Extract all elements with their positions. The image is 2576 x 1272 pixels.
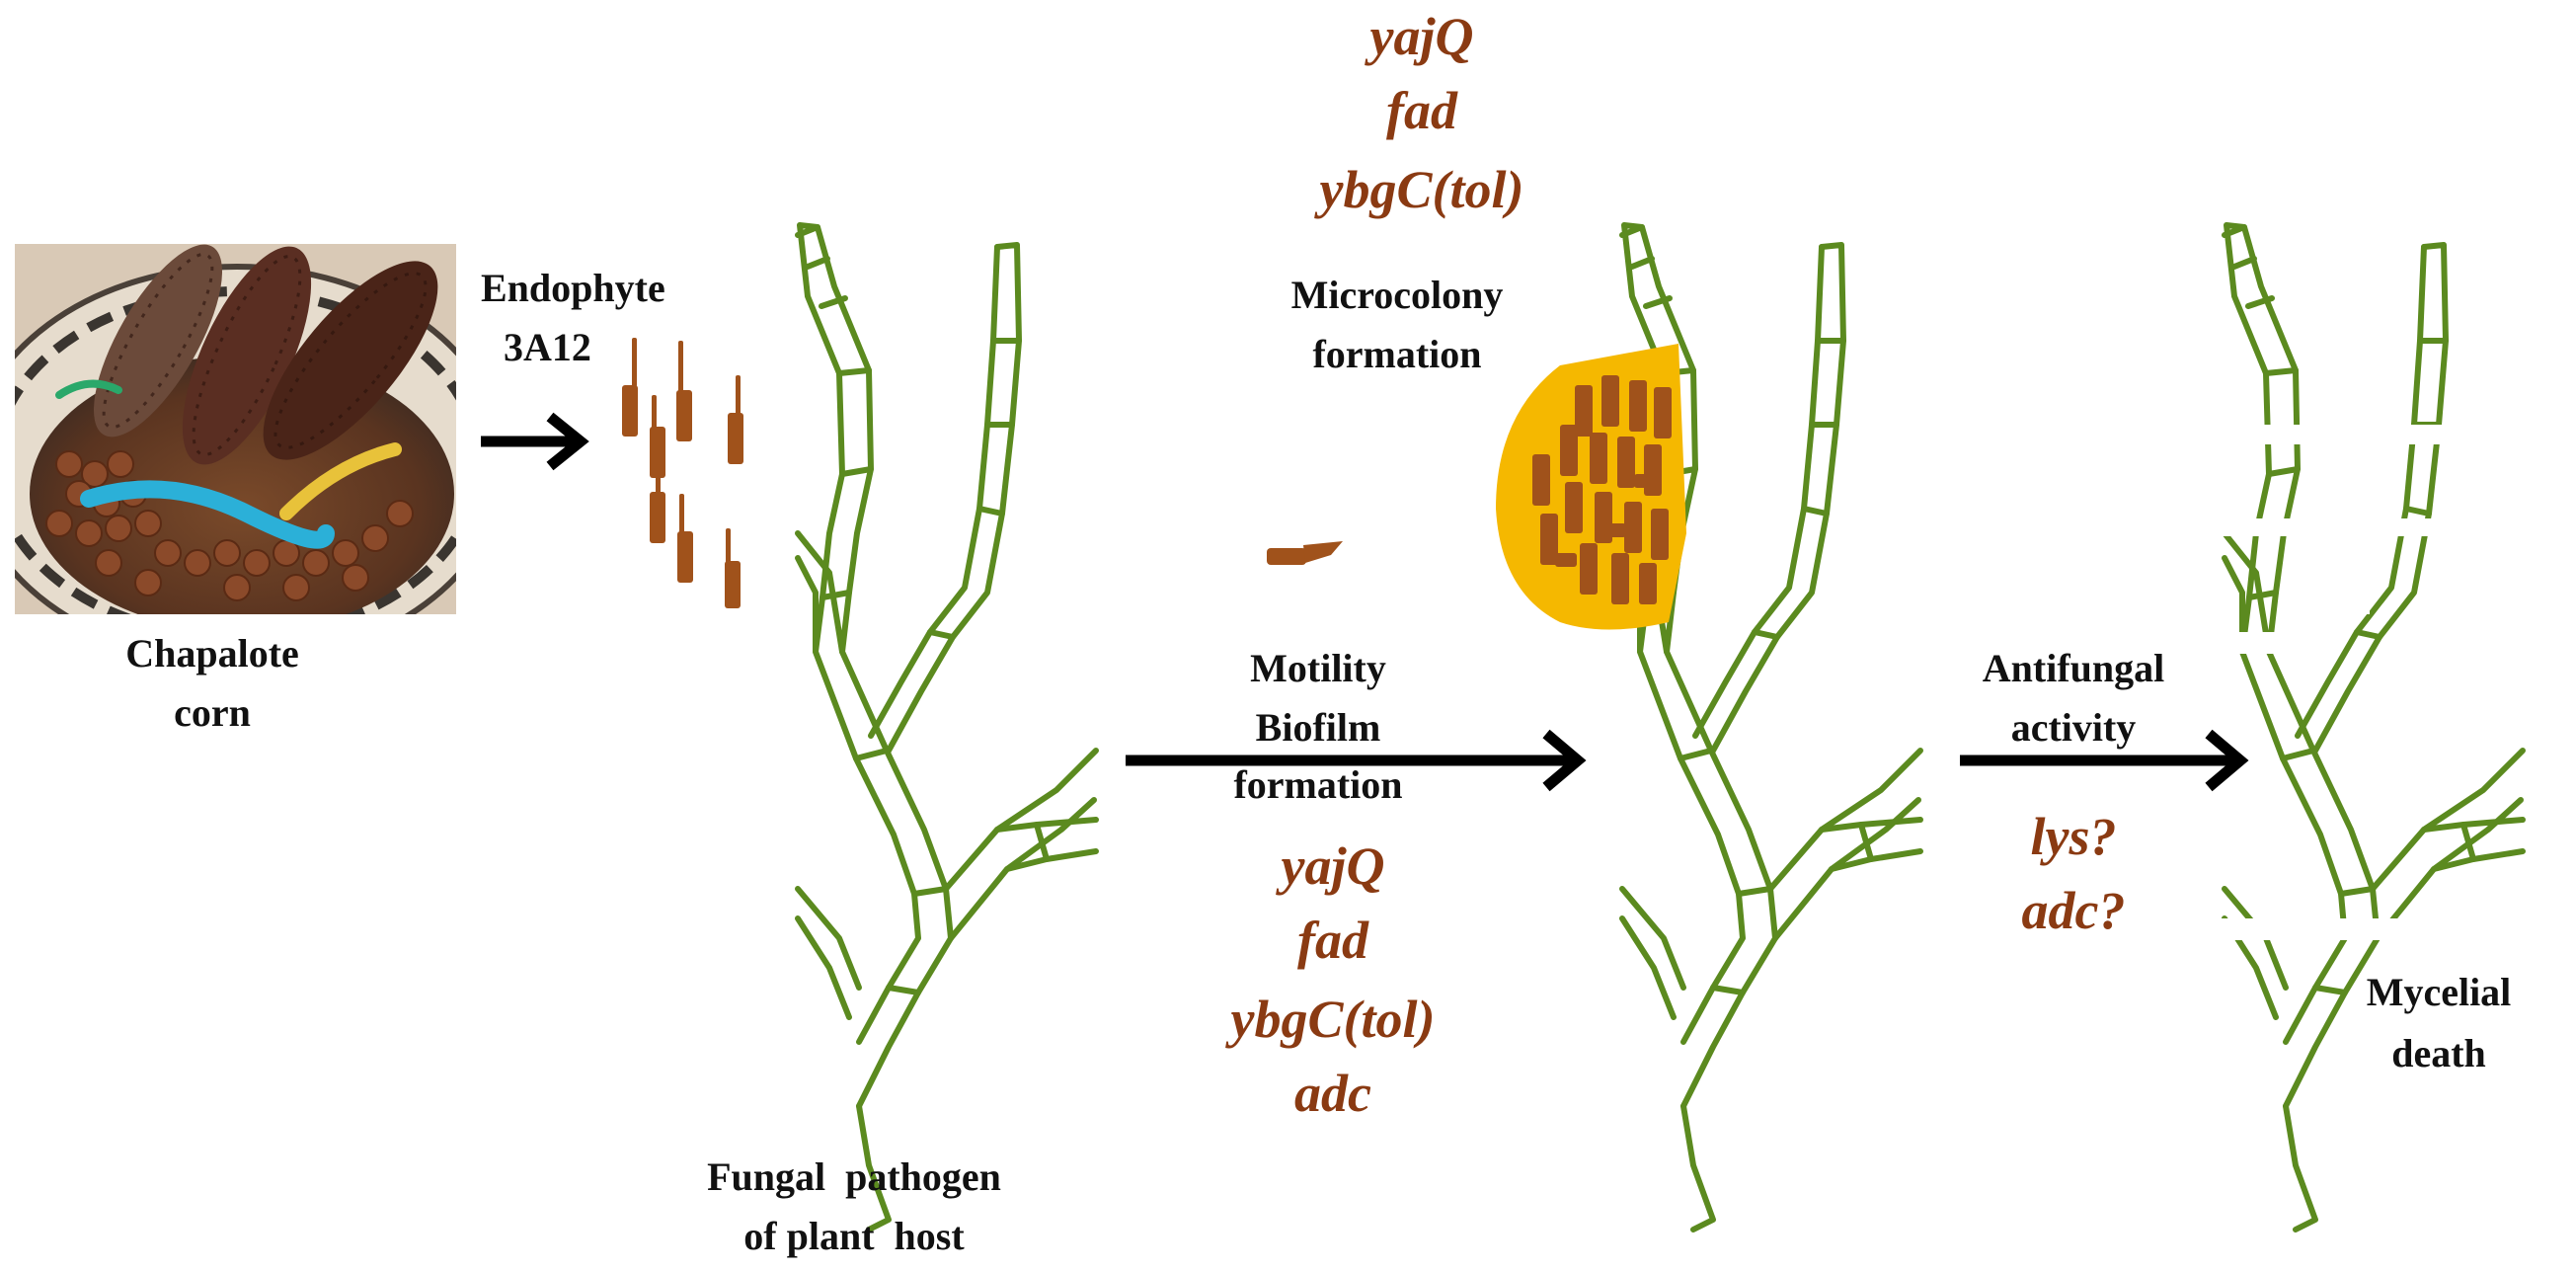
gene-label: adc bbox=[1294, 1064, 1371, 1123]
gene-label: fad bbox=[1297, 911, 1369, 970]
corn-label: corn bbox=[174, 690, 251, 735]
fungal-hypha-dead bbox=[2225, 225, 2523, 1230]
motility-label: Motility bbox=[1250, 646, 1386, 690]
fungal-hypha bbox=[795, 222, 1099, 1232]
gene-label: ybgC(tol) bbox=[1225, 990, 1436, 1049]
gene-label: adc? bbox=[2022, 881, 2126, 940]
bacteria-cluster bbox=[622, 338, 743, 608]
biofilm-microcolony bbox=[1496, 344, 1686, 630]
corn-photo bbox=[15, 244, 456, 614]
microcolony-label: formation bbox=[1312, 332, 1481, 376]
gene-label: yajQ bbox=[1276, 836, 1385, 896]
bacterium-cell bbox=[1267, 541, 1343, 565]
mycelial-death-label: Mycelial bbox=[2367, 970, 2512, 1014]
corn-label: Chapalote bbox=[125, 631, 299, 676]
antifungal-label: activity bbox=[2011, 705, 2137, 750]
antifungal-label: Antifungal bbox=[1983, 646, 2165, 690]
endophyte-label: Endophyte bbox=[481, 266, 665, 310]
gene-label: yajQ bbox=[1365, 7, 1474, 66]
pathogen-label: of plant host bbox=[743, 1214, 965, 1258]
microcolony-label: Microcolony bbox=[1291, 273, 1504, 317]
gene-label: lys? bbox=[2031, 807, 2117, 866]
right-arrow-icon bbox=[1960, 729, 2249, 792]
motility-label: Biofilm bbox=[1256, 705, 1381, 750]
motility-label: formation bbox=[1233, 762, 1402, 807]
mycelial-death-label: death bbox=[2391, 1031, 2486, 1075]
gene-label: ybgC(tol) bbox=[1314, 160, 1524, 219]
endophyte-label: 3A12 bbox=[504, 325, 591, 369]
pathogen-label: Fungal pathogen bbox=[707, 1154, 1001, 1199]
gene-label: fad bbox=[1386, 81, 1458, 140]
right-arrow-icon bbox=[1126, 729, 1587, 792]
right-arrow-icon bbox=[481, 412, 589, 471]
